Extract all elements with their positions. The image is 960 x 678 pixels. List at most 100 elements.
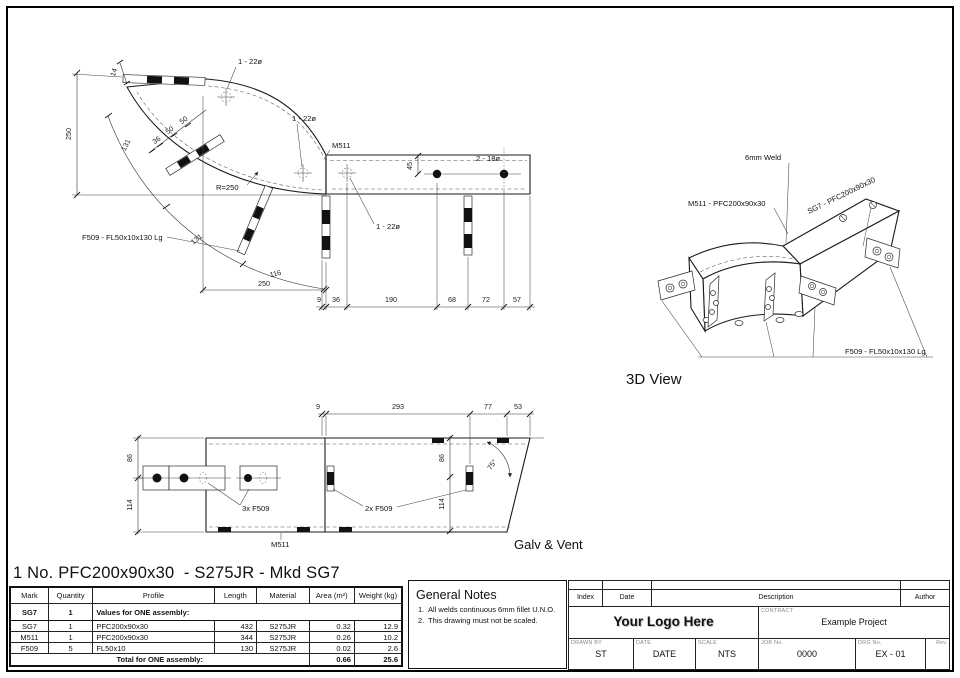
label-m511-elev: M511 <box>271 540 289 549</box>
hole-marker <box>294 164 312 182</box>
cell-area: 0.32 <box>308 620 355 632</box>
cell-length: 344 <box>213 631 258 643</box>
edim-293: 293 <box>392 402 404 411</box>
sheet-border <box>6 6 954 672</box>
date-label: DATE <box>636 640 652 646</box>
col-weight: Weight (kg) <box>353 586 403 604</box>
dim-9: 9 <box>317 295 321 304</box>
edim-86l: 86 <box>125 454 134 462</box>
assembly-title: 1 No. PFC200x90x30 - S275JR - Mkd SG7 <box>13 564 340 582</box>
contract-value: Example Project <box>821 617 887 627</box>
drawn-by-cell: DRAWN BY ST <box>568 638 634 670</box>
dim-arc-131a: 131 <box>119 137 132 152</box>
note-text: This drawing must not be scaled. <box>428 615 538 625</box>
cell-weight: 12.9 <box>353 620 403 632</box>
rev-header-description: Description <box>651 589 901 607</box>
weld-label: 6mm Weld <box>745 153 781 162</box>
drg-no-label: DRG No. <box>858 640 882 646</box>
col-length: Length <box>213 586 258 604</box>
edim-114r: 114 <box>437 498 446 509</box>
iso-view-title: 3D View <box>626 371 682 388</box>
hole-18 <box>432 169 442 179</box>
scale-value: NTS <box>718 649 736 659</box>
drawn-by-label: DRAWN BY <box>571 640 603 646</box>
cell-profile: FL50x10 <box>92 642 215 654</box>
parts-table: Mark Quantity Profile Length Material Ar… <box>9 586 403 667</box>
cell-weight: 2.6 <box>353 642 403 654</box>
job-no-cell: JOB No. 0000 <box>758 638 856 670</box>
radius-label: R=250 <box>216 183 239 192</box>
drg-no-value: EX - 01 <box>875 649 906 659</box>
iso-left-plate <box>657 270 696 301</box>
cell-qty: 1 <box>47 620 94 632</box>
plan-stiffener-1 <box>165 134 225 176</box>
assembly-group-row: SG7 1 Values for ONE assembly: <box>9 603 403 621</box>
dim-57: 57 <box>513 295 521 304</box>
edim-114l: 114 <box>125 499 134 510</box>
table-total-row: Total for ONE assembly: 0.66 25.6 <box>9 653 403 667</box>
rev-label: Rev. <box>936 640 947 646</box>
cell-area: 0.26 <box>308 631 355 643</box>
edim-77: 77 <box>484 402 492 411</box>
dim-50a: 50 <box>164 124 176 136</box>
cell-length: 130 <box>213 642 258 654</box>
table-row: F509 5 FL50x10 130 S275JR 0.02 2.6 <box>9 642 403 654</box>
dim-14: 14 <box>108 67 119 77</box>
plan-end-plate <box>122 74 206 86</box>
m511-label: M511 <box>332 141 350 150</box>
dim-250-left: 250 <box>64 128 73 140</box>
group-mark: SG7 <box>9 603 49 621</box>
total-weight: 25.6 <box>353 653 403 667</box>
col-material: Material <box>256 586 310 604</box>
plan-joint-plate <box>321 195 331 259</box>
cell-qty: 1 <box>47 631 94 643</box>
col-mark: Mark <box>9 586 49 604</box>
plan-right-plate <box>463 195 473 256</box>
label-2x-f509: 2x F509 <box>365 504 392 513</box>
job-no-label: JOB No. <box>761 640 784 646</box>
cell-material: S275JR <box>256 620 310 632</box>
dim-190: 190 <box>385 295 397 304</box>
iso-f509-label: F509 - FL50x10x130 Lg <box>845 347 926 356</box>
dim-45: 45 <box>405 162 414 170</box>
date-cell: DATE DATE <box>633 638 696 670</box>
dim-36: 36 <box>151 134 163 146</box>
cell-area: 0.02 <box>308 642 355 654</box>
hole-18 <box>499 169 509 179</box>
contract-cell: CONTRACT Example Project <box>758 606 950 639</box>
galv-vent-note: Galv & Vent <box>514 537 583 552</box>
cell-mark: M511 <box>9 631 49 643</box>
elevation-view: 9 293 77 53 86 114 86 114 75° 3x F <box>125 402 583 552</box>
edim-86r: 86 <box>437 454 446 462</box>
cell-mark: F509 <box>9 642 49 654</box>
cell-material: S275JR <box>256 631 310 643</box>
cell-material: S275JR <box>256 642 310 654</box>
hole-label-18: 2 - 18ø <box>476 154 500 163</box>
date-value: DATE <box>652 649 677 659</box>
drawing-area: 250 14 131 131 116 250 3 <box>64 57 933 552</box>
cell-profile: PFC200x90x30 <box>92 620 215 632</box>
iso-mid-plate <box>798 275 837 306</box>
dim-72: 72 <box>482 295 490 304</box>
total-label: Total for ONE assembly: <box>9 653 310 667</box>
cell-weight: 10.2 <box>353 631 403 643</box>
scale-label: SCALE <box>698 640 718 646</box>
cell-qty: 5 <box>47 642 94 654</box>
note-text: All welds continuous 6mm fillet U.N.O. <box>428 605 556 614</box>
contract-label: CONTRACT <box>761 608 794 614</box>
edim-9: 9 <box>316 402 320 411</box>
f509-label: F509 - FL50x10x130 Lg <box>82 233 163 242</box>
cell-profile: PFC200x90x30 <box>92 631 215 643</box>
rev-cell: Rev. <box>925 638 950 670</box>
note-item: 2. This drawing must not be scaled. <box>418 616 566 625</box>
hole-marker <box>217 88 235 106</box>
dim-arc-116: 116 <box>269 268 282 279</box>
iso-view: 6mm Weld M511 - PFC200x90x30 SG7 - PFC20… <box>626 153 933 388</box>
dim-250-bottom: 250 <box>258 279 270 288</box>
rev-header-author: Author <box>900 589 950 607</box>
scale-cell: SCALE NTS <box>695 638 759 670</box>
rev-header-index: Index <box>568 589 603 607</box>
table-header-row: Mark Quantity Profile Length Material Ar… <box>9 586 403 604</box>
drawn-by-value: ST <box>595 649 607 659</box>
